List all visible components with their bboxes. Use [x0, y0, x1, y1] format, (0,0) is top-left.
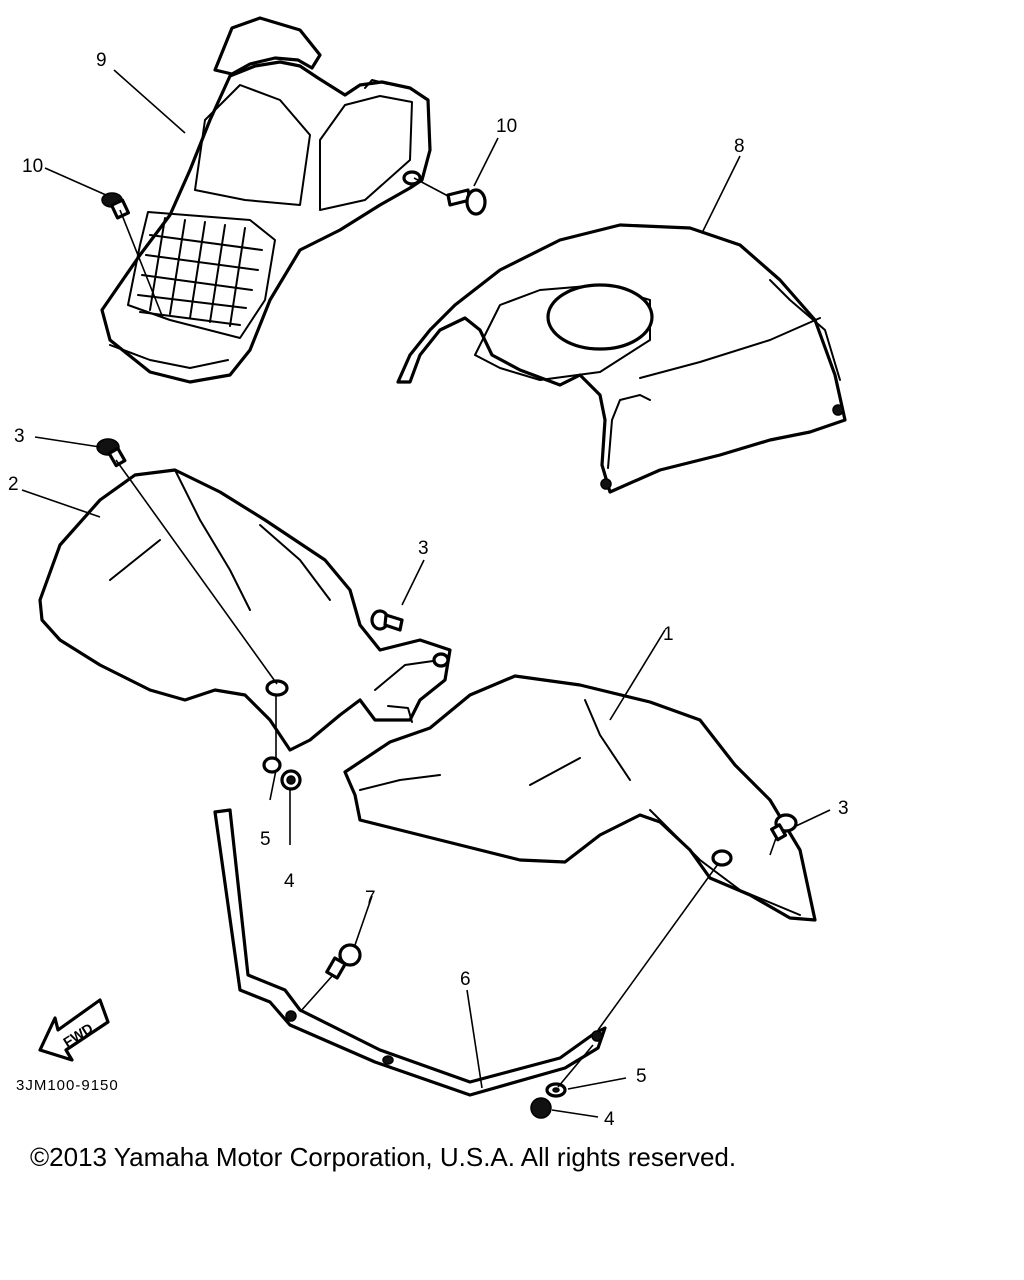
washer-part-5-left	[262, 756, 282, 774]
callout-5-right: 5	[636, 1066, 647, 1087]
front-cover-part-9	[100, 16, 432, 384]
bolt-part-3-upper-left	[96, 438, 127, 468]
callout-7: 7	[365, 888, 376, 909]
tank-cover-part-8	[396, 223, 847, 494]
leader-lines	[21, 69, 831, 1118]
rear-fender-part-1	[343, 674, 817, 922]
callout-6: 6	[460, 969, 471, 990]
forward-arrow-icon: FWD	[38, 998, 110, 1062]
nut-part-4-right	[530, 1097, 552, 1119]
callout-10-right: 10	[496, 116, 517, 137]
bolt-part-3-middle	[370, 609, 404, 632]
stay-bracket-part-6	[213, 808, 607, 1097]
front-fender-part-2	[38, 468, 452, 752]
callout-2: 2	[8, 474, 19, 495]
washer-part-5-right	[545, 1082, 567, 1098]
callout-4-right: 4	[604, 1109, 615, 1130]
callout-9: 9	[96, 50, 107, 71]
diagram-code: 3JM100-9150	[16, 1077, 119, 1094]
callout-3-upper-left: 3	[14, 426, 25, 447]
bolt-part-10-left	[101, 192, 130, 220]
copyright-notice: ©2013 Yamaha Motor Corporation, U.S.A. A…	[30, 1142, 737, 1172]
callout-8: 8	[734, 136, 745, 157]
callout-3-middle: 3	[418, 538, 429, 559]
callout-10-left: 10	[22, 156, 43, 177]
bolt-part-10-right	[446, 188, 487, 216]
callout-5-left: 5	[260, 829, 271, 850]
bolt-part-7	[325, 943, 362, 980]
callout-labels: 9 10 10 8 3 2 3 1 3 5 4 7 6 5 4	[8, 50, 849, 1130]
callout-3-right: 3	[838, 798, 849, 819]
bolt-part-3-right	[770, 813, 798, 842]
nut-part-4-left	[280, 769, 302, 791]
callout-4-left: 4	[284, 871, 295, 892]
callout-1: 1	[663, 624, 674, 645]
